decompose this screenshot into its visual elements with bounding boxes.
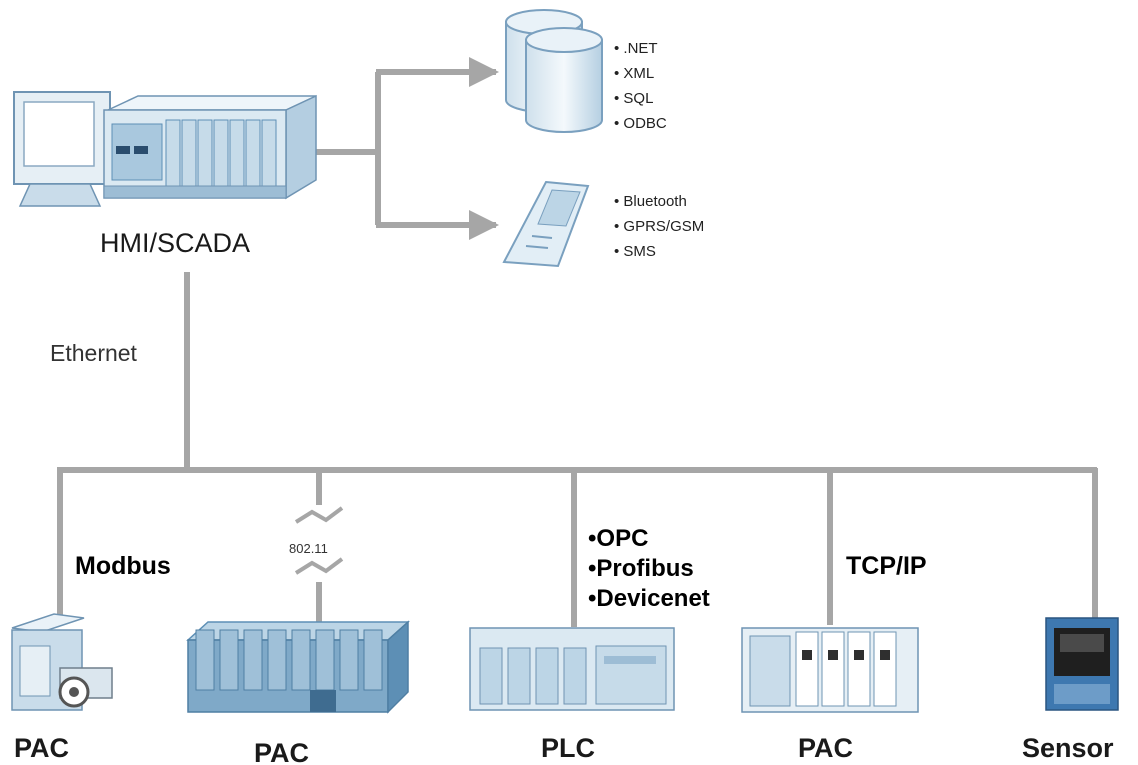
pac-label-3: PAC <box>798 733 853 763</box>
plc-protocol-item: •Devicenet <box>588 585 710 612</box>
database-protocol-item: • SQL <box>614 90 653 107</box>
ethernet-label: Ethernet <box>50 340 138 366</box>
wireless-802-11-label: 802.11 <box>289 541 328 556</box>
wireless-signal-icon <box>294 506 344 575</box>
hmi-scada-workstation-icon <box>13 91 317 207</box>
plc-protocol-item: •OPC <box>588 525 648 552</box>
plc-protocol-item: •Profibus <box>588 555 694 582</box>
mobile-protocol-list: • Bluetooth • GPRS/GSM • SMS <box>614 193 704 260</box>
mobile-phone-icon <box>502 180 590 268</box>
mobile-protocol-item: • SMS <box>614 243 656 260</box>
sensor-label: Sensor <box>1022 733 1114 763</box>
mobile-protocol-item: • Bluetooth <box>614 193 687 210</box>
database-protocol-item: • ODBC <box>614 115 667 132</box>
pac-controller-icon <box>741 627 919 713</box>
mobile-protocol-item: • GPRS/GSM <box>614 218 704 235</box>
database-protocol-item: • .NET <box>614 40 658 57</box>
plc-label: PLC <box>541 733 595 763</box>
sensor-device-icon <box>1045 617 1119 711</box>
database-protocol-item: • XML <box>614 65 654 82</box>
pac-device-icon <box>11 613 113 711</box>
pac-rack-icon <box>186 620 410 714</box>
pac-label-2: PAC <box>254 738 309 765</box>
plc-device-icon <box>469 627 675 711</box>
pac-label-1: PAC <box>14 733 69 763</box>
tcpip-label: TCP/IP <box>846 552 927 580</box>
plc-protocol-list: •OPC •Profibus •Devicenet <box>588 525 710 612</box>
database-protocol-list: • .NET • XML • SQL • ODBC <box>614 40 667 132</box>
hmi-scada-label: HMI/SCADA <box>100 228 250 258</box>
connection-lines <box>57 57 1098 627</box>
modbus-label: Modbus <box>75 552 171 580</box>
database-icon <box>505 9 603 133</box>
